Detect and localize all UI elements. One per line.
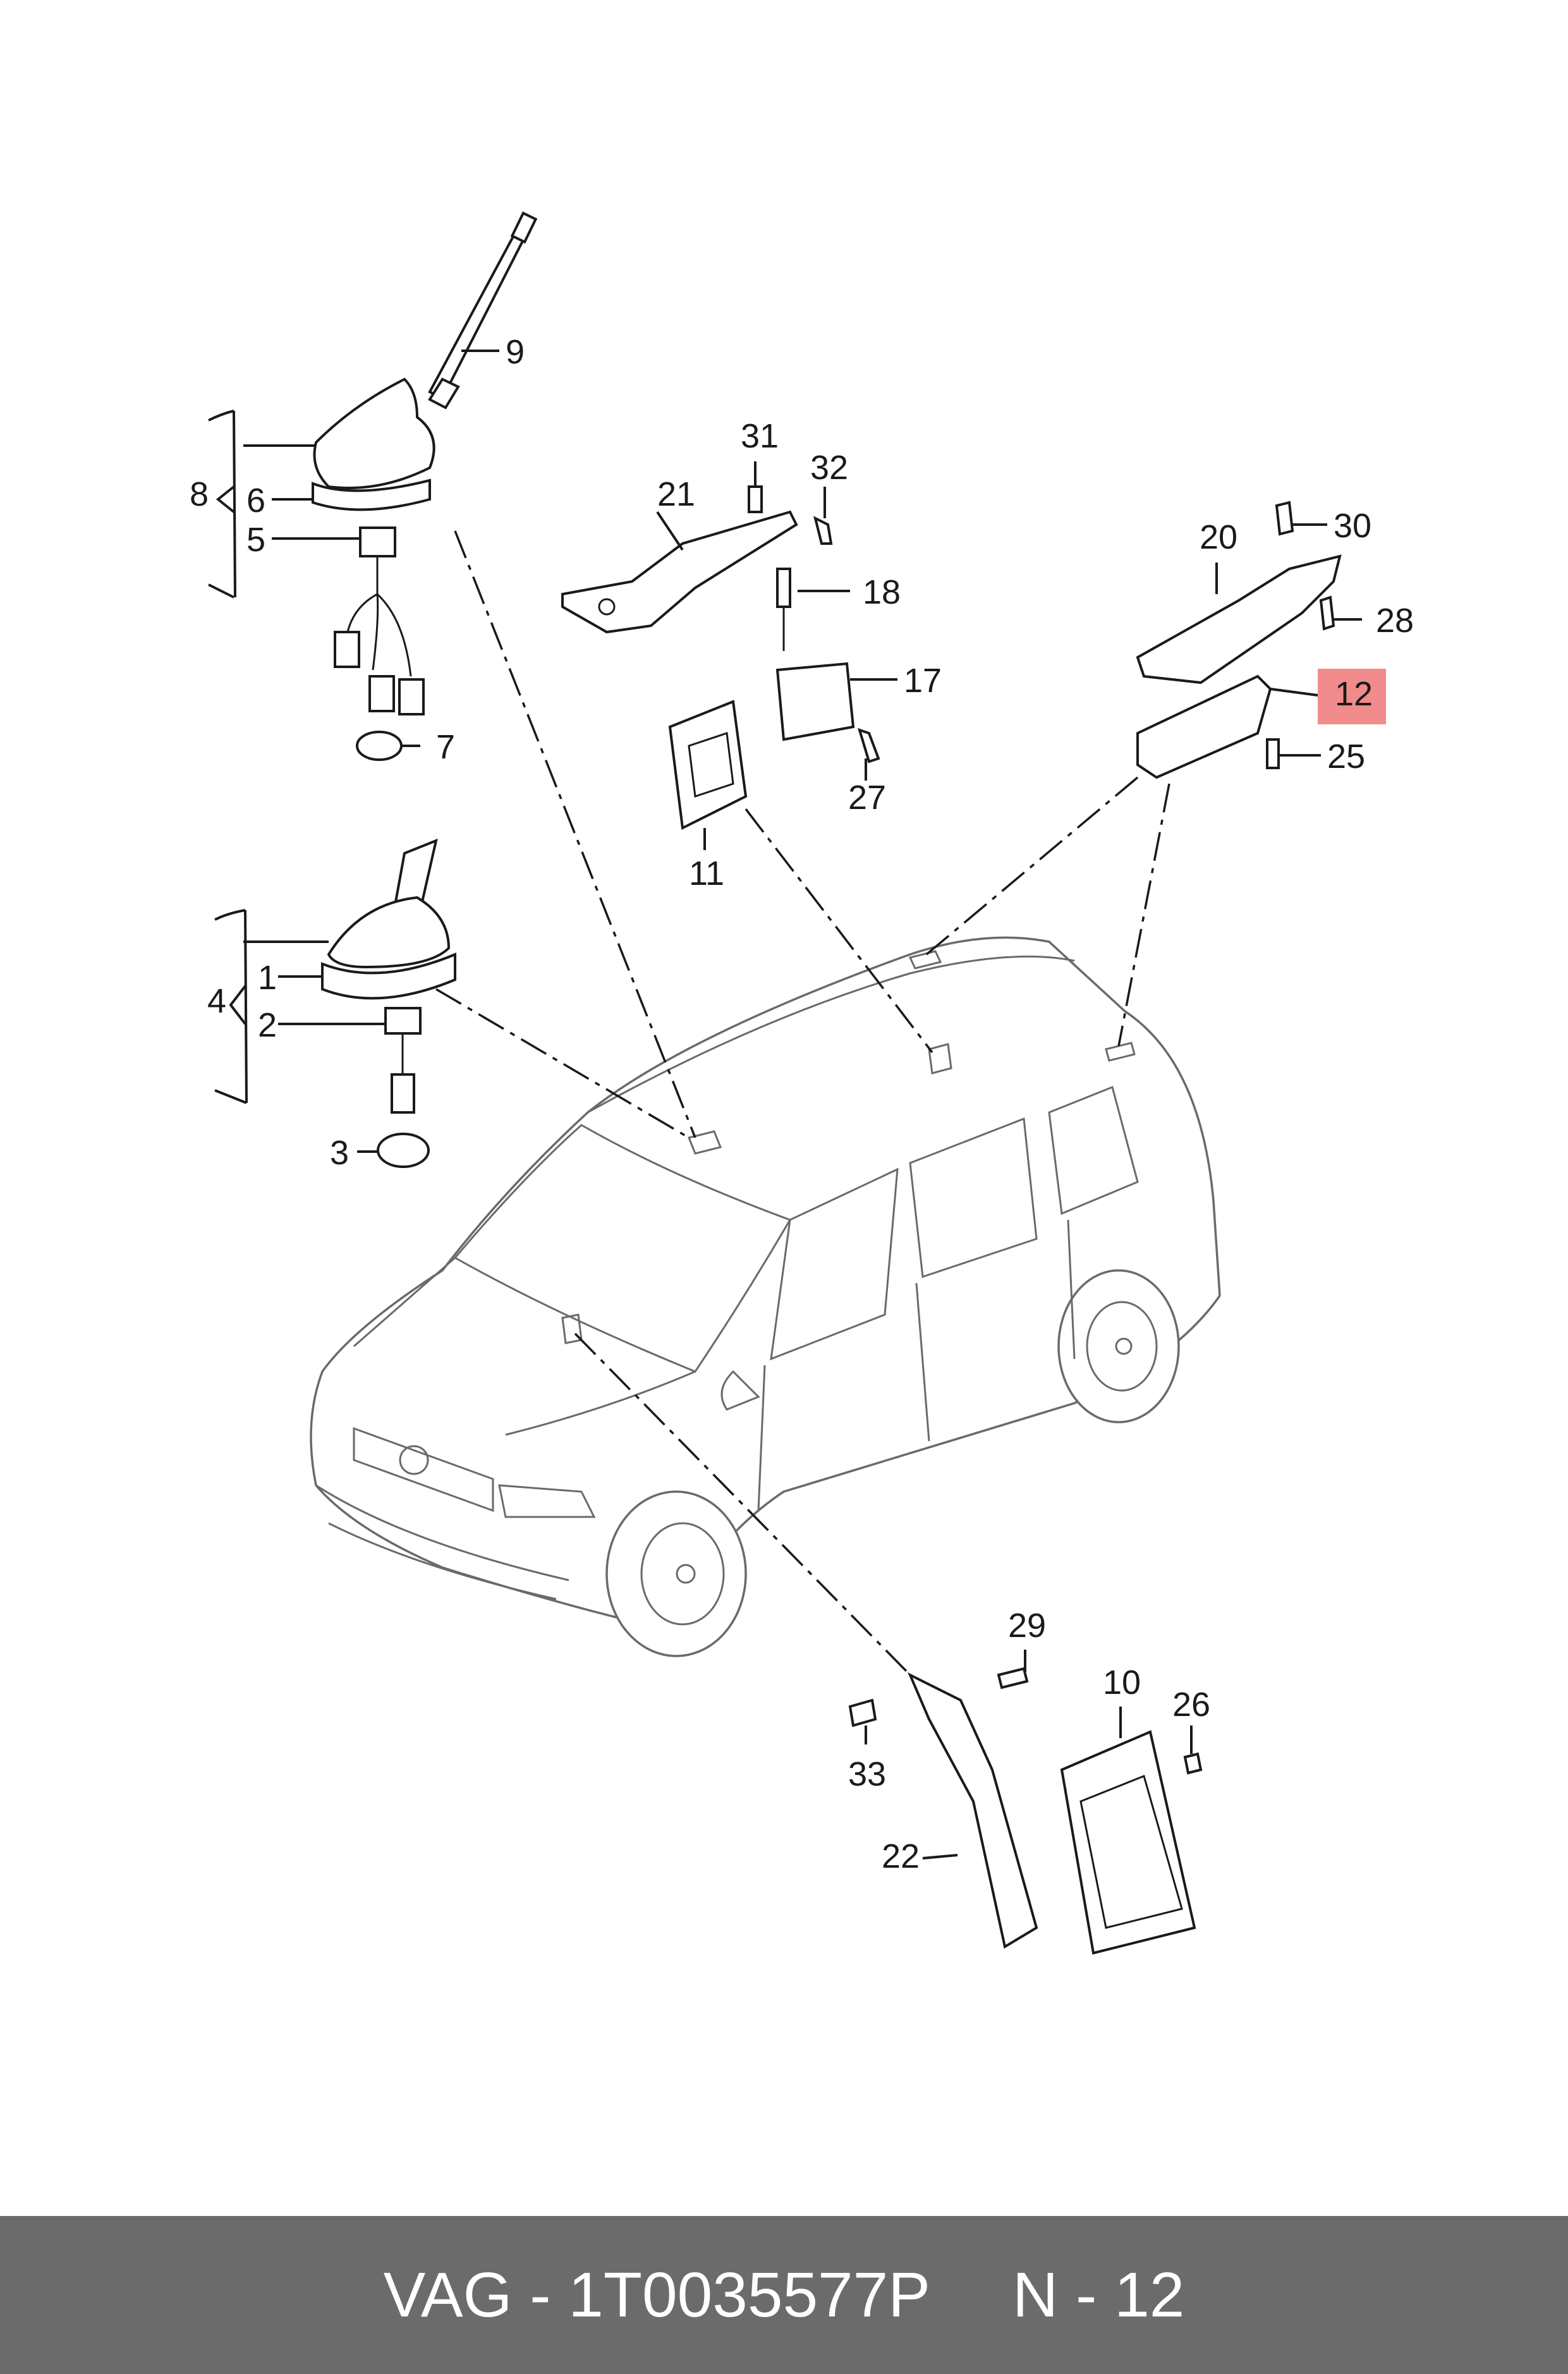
part-label-4: 4 — [207, 982, 226, 1020]
part-module-12[interactable] — [1136, 674, 1280, 779]
part-label-20: 20 — [1200, 518, 1237, 556]
part-antenna-base-upper — [312, 377, 435, 761]
part-label-26: 26 — [1172, 1686, 1210, 1724]
part-label-2: 2 — [258, 1006, 277, 1044]
highlight-box — [1318, 669, 1386, 724]
part-label-33: 33 — [848, 1755, 886, 1793]
part-cover-20 — [1136, 501, 1342, 685]
assembly-leaders — [435, 530, 1170, 1676]
part-label-17: 17 — [904, 662, 942, 700]
part-label-8: 8 — [190, 475, 209, 513]
part-label-6: 6 — [246, 482, 265, 520]
part-bracket-22 — [848, 1667, 1038, 1949]
part-label-5: 5 — [246, 521, 265, 559]
part-label-3: 3 — [330, 1134, 349, 1172]
part-labels: 1234567891011121718202122252627282930313… — [190, 333, 1414, 1875]
footer-bar: VAG - 1T0035577P N - 12 — [0, 2216, 1568, 2374]
part-label-12: 12 — [1335, 675, 1373, 713]
part-antenna-rod — [428, 211, 538, 410]
part-module-17 — [775, 568, 880, 764]
vehicle-outline — [310, 936, 1221, 1657]
part-module-10 — [1060, 1730, 1203, 1955]
part-label-22: 22 — [882, 1837, 920, 1875]
part-number-text: VAG - 1T0035577P — [383, 2259, 930, 2330]
part-label-30: 30 — [1334, 507, 1371, 545]
part-label-1: 1 — [258, 959, 277, 997]
part-label-25: 25 — [1327, 738, 1365, 776]
part-label-31: 31 — [741, 417, 779, 455]
page-reference-text: N - 12 — [1012, 2259, 1185, 2330]
part-label-18: 18 — [863, 573, 901, 611]
part-antenna-base-lower — [321, 838, 456, 1168]
part-label-27: 27 — [848, 779, 886, 817]
part-module-11 — [668, 700, 748, 831]
part-label-28: 28 — [1376, 602, 1414, 640]
part-label-10: 10 — [1103, 1664, 1141, 1701]
label-leaders — [208, 350, 1362, 1860]
part-label-29: 29 — [1008, 1607, 1046, 1645]
part-label-32: 32 — [810, 449, 848, 487]
part-label-7: 7 — [436, 728, 455, 766]
part-bracket-21 — [561, 485, 833, 634]
parts-diagram: 1234567891011121718202122252627282930313… — [190, 211, 1414, 1955]
part-label-21: 21 — [657, 475, 695, 513]
part-label-9: 9 — [506, 333, 525, 371]
part-label-11: 11 — [689, 855, 724, 892]
